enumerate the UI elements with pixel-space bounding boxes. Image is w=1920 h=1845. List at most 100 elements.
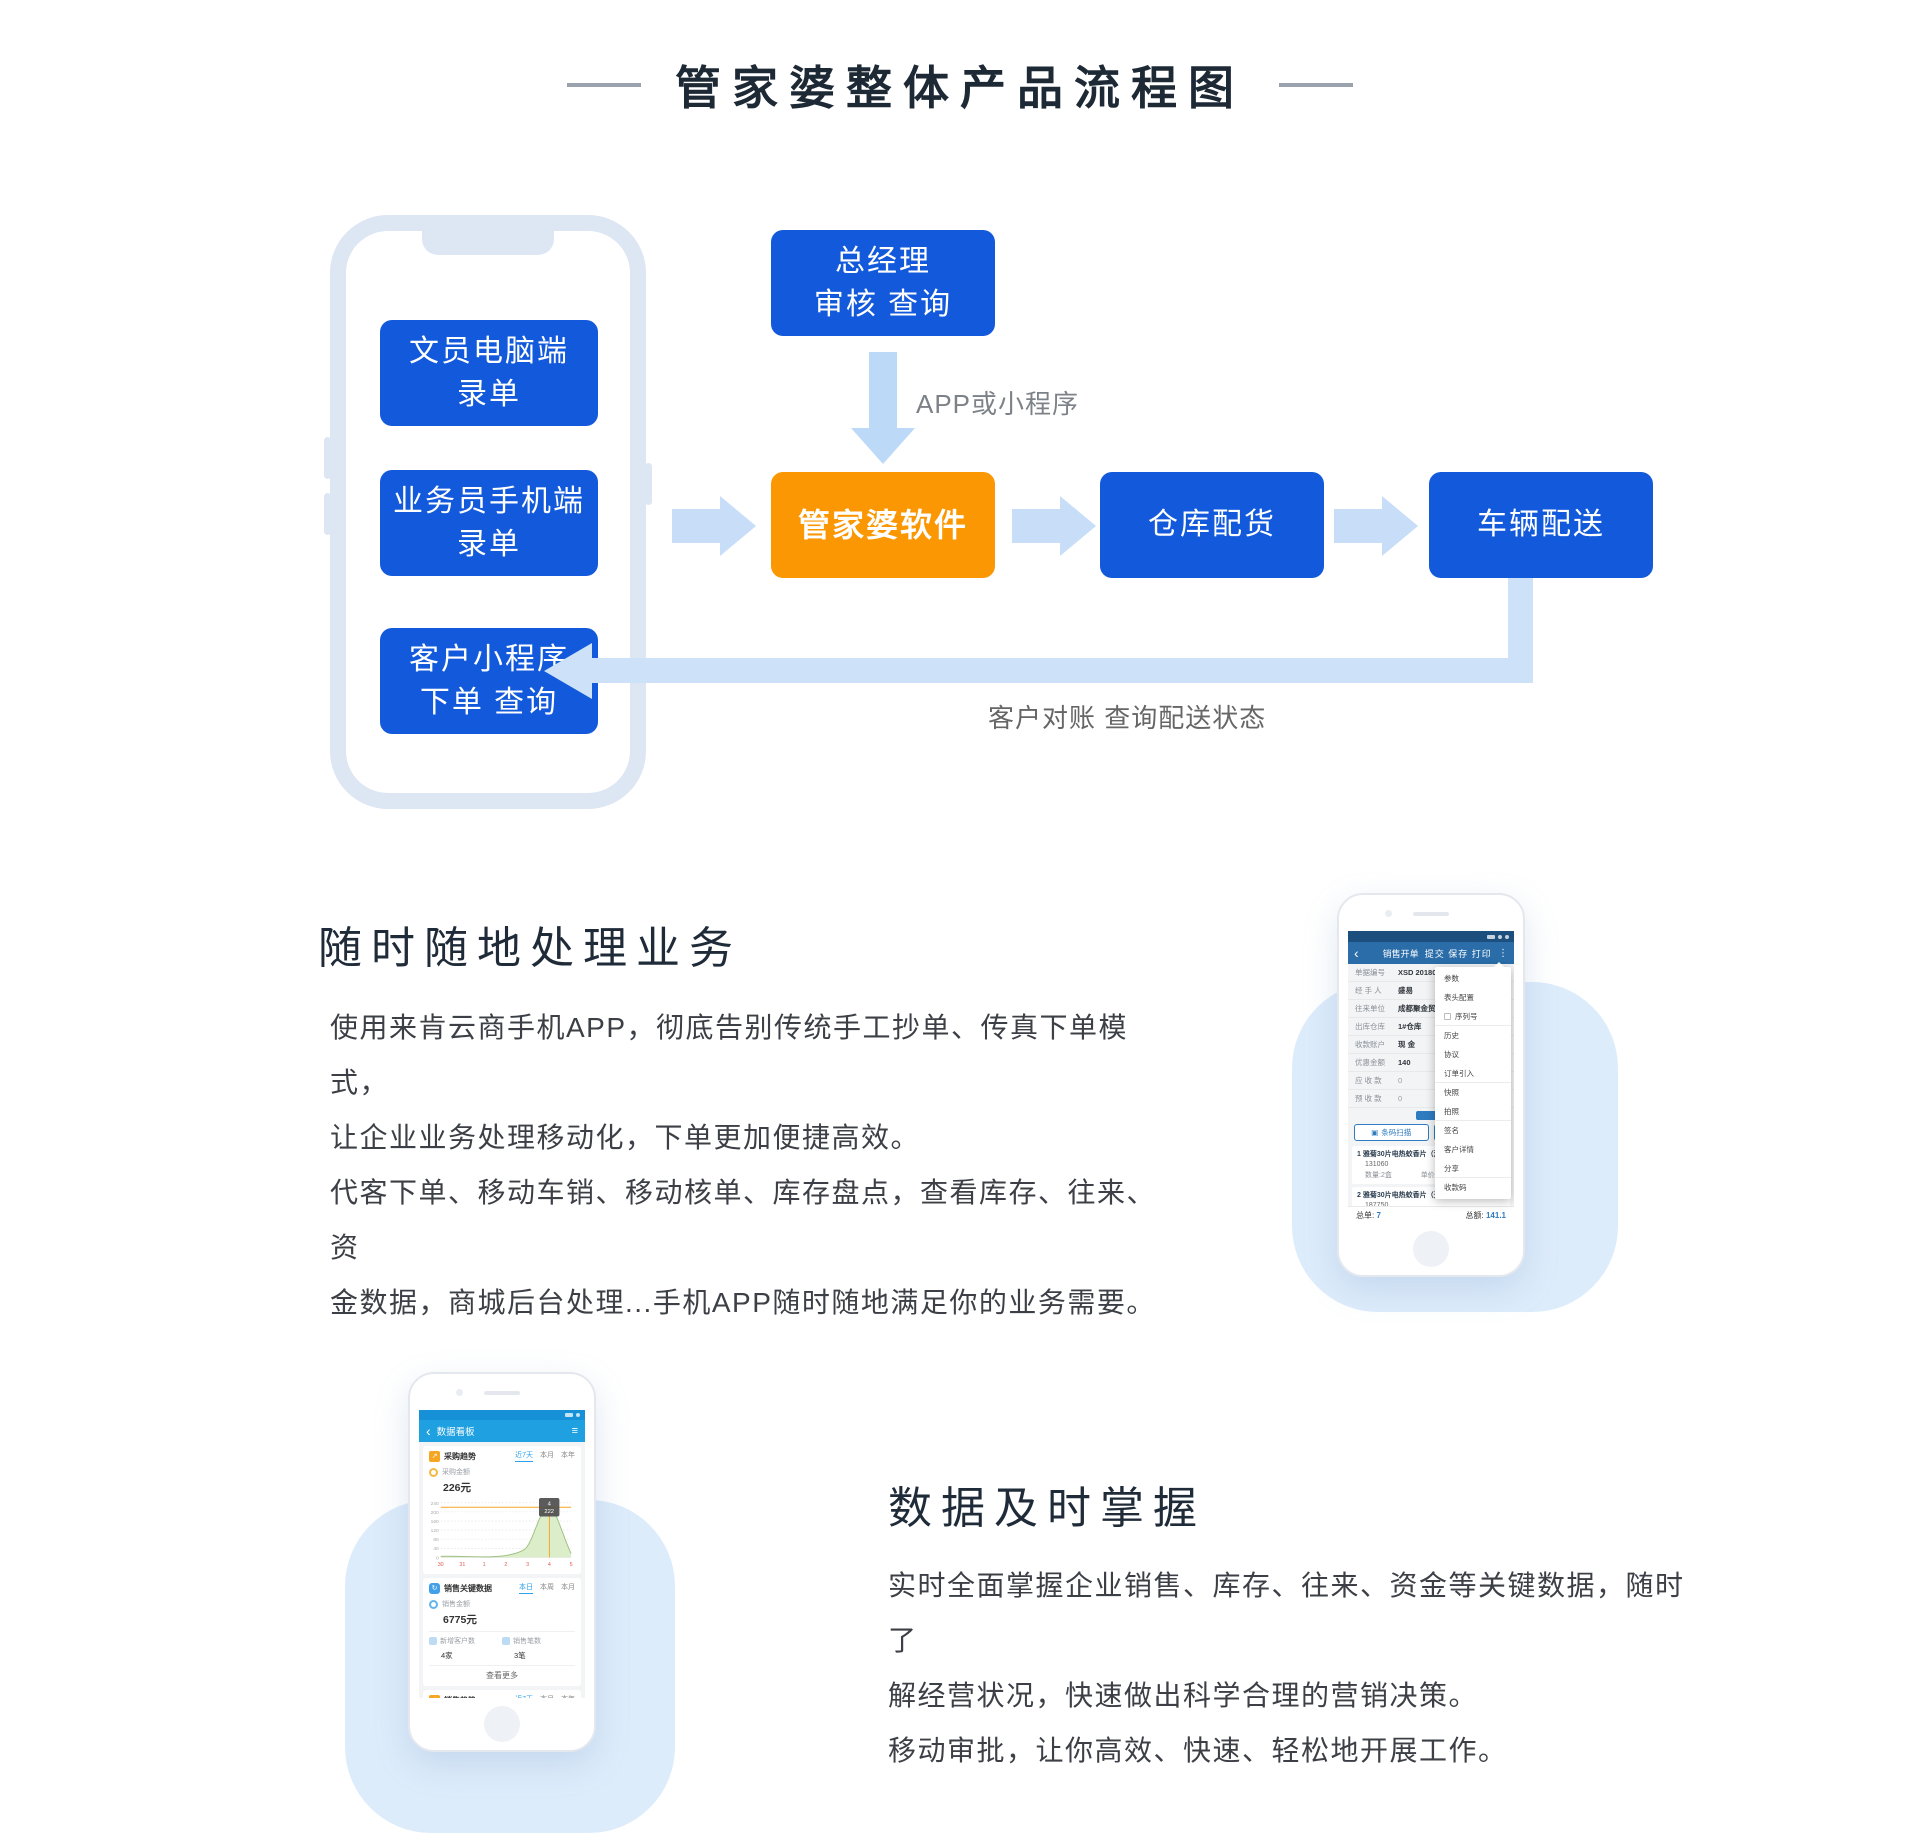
tab-this-year[interactable]: 本年 <box>561 1694 575 1698</box>
svg-text:31: 31 <box>459 1562 465 1568</box>
title-dash-right <box>1279 83 1353 87</box>
page-title-row: 管家婆整体产品流程图 <box>0 52 1920 118</box>
hamburger-icon[interactable]: ≡ <box>571 1425 578 1437</box>
item-index: 2 <box>1357 1192 1361 1199</box>
menu-item-serial[interactable]: 序列号 <box>1435 1007 1511 1026</box>
purchase-trend-area-chart: 4 222 240 200 160 120 80 40 0 30 31 1 <box>431 1497 573 1568</box>
tab-this-year[interactable]: 本年 <box>561 1452 575 1459</box>
area-series <box>440 1507 572 1558</box>
paragraph-line: 使用来肯云商手机APP，彻底告别传统手工抄单、传真下单模式， <box>330 1012 1129 1098</box>
tab-last7days[interactable]: 近7天 <box>515 1694 533 1698</box>
flow-node-label: 管家婆软件 <box>797 506 968 543</box>
menu-item-label: 表头配置 <box>1444 993 1474 1002</box>
svg-text:30: 30 <box>438 1562 444 1568</box>
menu-item-history[interactable]: 历史 <box>1435 1026 1511 1045</box>
svg-text:4: 4 <box>548 1562 551 1568</box>
field-label: 预 收 款 <box>1355 1094 1382 1103</box>
menu-item-payment-code[interactable]: 收款码 <box>1435 1178 1511 1197</box>
svg-text:80: 80 <box>433 1537 439 1543</box>
phone-notch <box>422 229 554 255</box>
menu-item-params[interactable]: 参数 <box>1435 969 1511 988</box>
field-label: 应 收 款 <box>1355 1076 1382 1085</box>
menu-item-snapshot[interactable]: 快照 <box>1435 1083 1511 1102</box>
collapse-pill-button[interactable] <box>1416 1111 1446 1120</box>
stat-sales-count: 销售笔数 3笔 <box>502 1636 575 1661</box>
item-index: 1 <box>1357 1151 1361 1158</box>
menu-item-customer-detail[interactable]: 客户详情 <box>1435 1140 1511 1159</box>
card-header: ↗ 采购趋势 近7天 本月 本年 <box>429 1450 575 1462</box>
paragraph-line: 金数据，商城后台处理...手机APP随时随地满足你的业务需要。 <box>330 1287 1156 1318</box>
tab-last7days[interactable]: 近7天 <box>515 1450 533 1462</box>
menu-item-label: 序列号 <box>1455 1011 1478 1021</box>
card-header: ↗ 销售趋势 近7天 本月 本年 <box>429 1694 575 1698</box>
dashboard-navbar: ‹ 数据看板 ≡ <box>419 1420 585 1442</box>
field-value: 140 <box>1398 1058 1411 1067</box>
return-path-horizontal <box>590 658 1533 683</box>
trend-chart-icon: ↗ <box>429 1450 440 1462</box>
tab-this-month[interactable]: 本月 <box>540 1694 554 1698</box>
y-axis-labels: 240 200 160 120 80 40 0 <box>431 1501 439 1561</box>
trend-chart-icon: ↗ <box>429 1694 440 1698</box>
item-title: 雅菊30片电热蚊香片（无香清烟型） <box>1362 1192 1476 1199</box>
flow-node-label: 客户小程序 <box>409 642 569 676</box>
item-price: 单价:18 <box>1420 1172 1445 1179</box>
customer-icon <box>429 1637 437 1646</box>
card-tabs: 本日 本周 本月 <box>519 1582 575 1595</box>
order-dropdown-menu: 参数 表头配置 序列号 历史 协议 订单引入 快照 拍照 签名 客户详情 分享 … <box>1435 962 1511 1199</box>
flow-node-label: 总经理 <box>835 244 931 278</box>
card-title: 销售关键数据 <box>444 1583 492 1593</box>
return-arrow-label: 客户对账 查询配送状态 <box>988 703 1267 733</box>
svg-text:5: 5 <box>570 1562 573 1568</box>
order-footer: 总单: 7 总额: 141.1 <box>1348 1206 1514 1223</box>
tab-this-month[interactable]: 本月 <box>561 1584 575 1592</box>
home-button <box>1413 1231 1449 1267</box>
metric-row: 销售金额 <box>429 1599 575 1609</box>
tab-this-week[interactable]: 本周 <box>540 1584 554 1592</box>
menu-item-photo[interactable]: 拍照 <box>1435 1102 1511 1121</box>
flow-node-label: 车辆配送 <box>1477 508 1605 542</box>
down-arrow-label: APP或小程序 <box>916 389 1080 419</box>
menu-item-share[interactable]: 分享 <box>1435 1159 1511 1178</box>
checkbox[interactable] <box>1444 1012 1451 1020</box>
chart-tooltip <box>538 1497 560 1517</box>
card-title: 销售趋势 <box>444 1695 476 1698</box>
order-navbar-actions[interactable]: 提交 保存 打印 <box>1424 948 1492 959</box>
item-name: 1 雅菊30片电热蚊香片（清香型） <box>1357 1149 1505 1159</box>
item-qty: 数量:2盒 <box>1365 1172 1392 1179</box>
flow-node-warehouse: 仓库配货 <box>1100 472 1324 578</box>
card-purchase-trend: ↗ 采购趋势 近7天 本月 本年 采购金额 226元 <box>423 1446 581 1575</box>
kebab-menu-icon[interactable]: ⋮ <box>1498 947 1508 959</box>
tab-today[interactable]: 本日 <box>519 1582 533 1595</box>
back-icon[interactable]: ‹ <box>1354 945 1359 961</box>
phone-speaker <box>1413 912 1449 916</box>
item-name: 2 雅菊30片电热蚊香片（无香清烟型） <box>1357 1190 1505 1200</box>
svg-text:40: 40 <box>433 1546 439 1552</box>
barcode-scan-button[interactable]: ▣ 条码扫描 <box>1354 1124 1429 1141</box>
tab-this-month[interactable]: 本月 <box>540 1452 554 1459</box>
menu-item-header-config[interactable]: 表头配置 <box>1435 988 1511 1007</box>
coin-icon <box>429 1599 438 1609</box>
arrow-right-icon <box>672 509 720 543</box>
menu-item-signature[interactable]: 签名 <box>1435 1121 1511 1140</box>
order-count-value: 7 <box>1376 1210 1381 1220</box>
menu-item-order-import[interactable]: 订单引入 <box>1435 1064 1511 1083</box>
stats-row: 新增客户数 4家 销售笔数 3笔 <box>429 1631 575 1661</box>
order-count: 总单: 7 <box>1356 1210 1381 1221</box>
menu-item-label: 快照 <box>1444 1088 1459 1097</box>
section-mobile-paragraph: 使用来肯云商手机APP，彻底告别传统手工抄单、传真下单模式， 让企业业务处理移动… <box>330 1000 1160 1330</box>
arrow-down-icon <box>869 352 897 428</box>
coin-icon <box>429 1467 438 1477</box>
view-more-button[interactable]: 查看更多 <box>429 1665 575 1681</box>
scan-icon: ▣ <box>1371 1128 1379 1137</box>
arrow-right-icon <box>1012 509 1060 543</box>
paragraph-line: 实时全面掌握企业销售、库存、往来、资金等关键数据，随时了 <box>888 1570 1685 1656</box>
field-label: 单据编号 <box>1355 968 1385 977</box>
page-title: 管家婆整体产品流程图 <box>675 62 1245 114</box>
dashboard-phone-screen: ‹ 数据看板 ≡ ↗ 采购趋势 近7天 本月 本年 采购金额 <box>419 1410 585 1698</box>
card-tabs: 近7天 本月 本年 <box>515 1450 575 1462</box>
item-code: 131060 <box>1365 1161 1389 1168</box>
order-navbar-title: 销售开单 <box>1382 948 1419 959</box>
back-icon[interactable]: ‹ <box>426 1423 431 1439</box>
section-data-paragraph: 实时全面掌握企业销售、库存、往来、资金等关键数据，随时了 解经营状况，快速做出科… <box>888 1558 1688 1778</box>
menu-item-agreement[interactable]: 协议 <box>1435 1045 1511 1064</box>
